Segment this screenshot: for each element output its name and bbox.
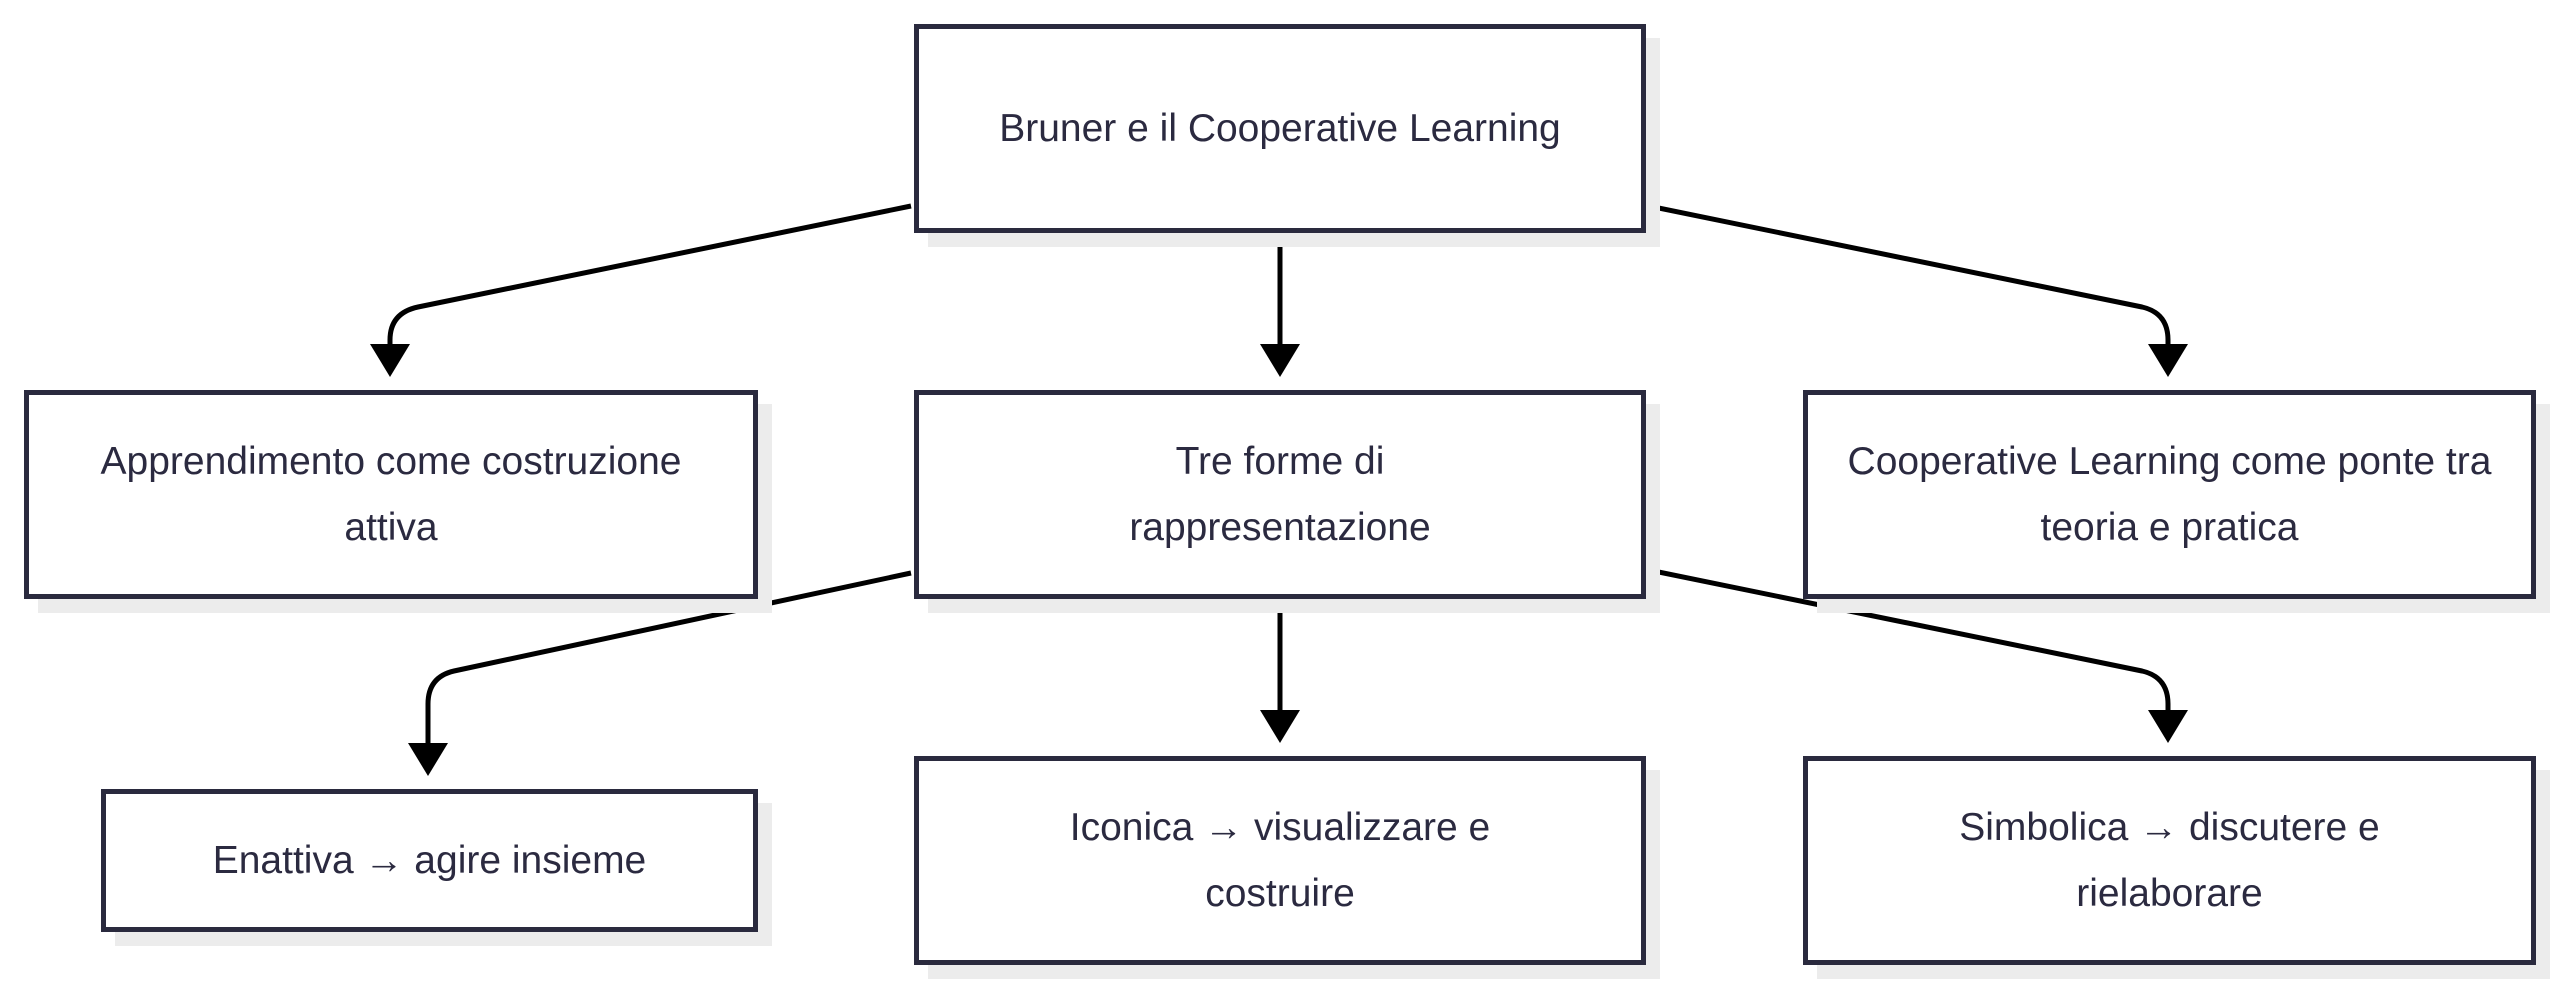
node-label: Simbolica → discutere e rielaborare — [1959, 805, 2380, 915]
arrowhead-icon — [1260, 710, 1300, 743]
node-label: Tre forme di rappresentazione — [1129, 439, 1431, 549]
arrowhead-icon — [408, 743, 448, 776]
edge-root-cooperative — [1648, 203, 2171, 350]
node-label: Cooperative Learning come ponte tra teor… — [1847, 439, 2492, 549]
arrowhead-icon — [2148, 344, 2188, 377]
node-root: Bruner e il Cooperative Learning — [914, 24, 1646, 233]
node-cooperative: Cooperative Learning come ponte tra teor… — [1803, 390, 2536, 599]
node-simbolica: Simbolica → discutere e rielaborare — [1803, 756, 2536, 965]
node-iconica: Iconica → visualizzare e costruire — [914, 756, 1646, 965]
node-label: Iconica → visualizzare e costruire — [1069, 805, 1491, 915]
arrowhead-icon — [2148, 710, 2188, 743]
edge-tre-forme-enattiva — [425, 570, 912, 748]
node-enattiva: Enattiva → agire insieme — [101, 789, 758, 932]
node-apprendimento: Apprendimento come costruzione attiva — [24, 390, 758, 599]
node-label: Bruner e il Cooperative Learning — [999, 106, 1561, 150]
node-label: Enattiva → agire insieme — [212, 838, 647, 882]
node-label: Apprendimento come costruzione attiva — [100, 439, 682, 549]
node-tre-forme: Tre forme di rappresentazione — [914, 390, 1646, 599]
arrowhead-icon — [370, 344, 410, 377]
edge-root-apprendimento — [387, 203, 912, 350]
arrowhead-icon — [1260, 344, 1300, 377]
edge-tre-forme-simbolica — [1648, 567, 2171, 716]
